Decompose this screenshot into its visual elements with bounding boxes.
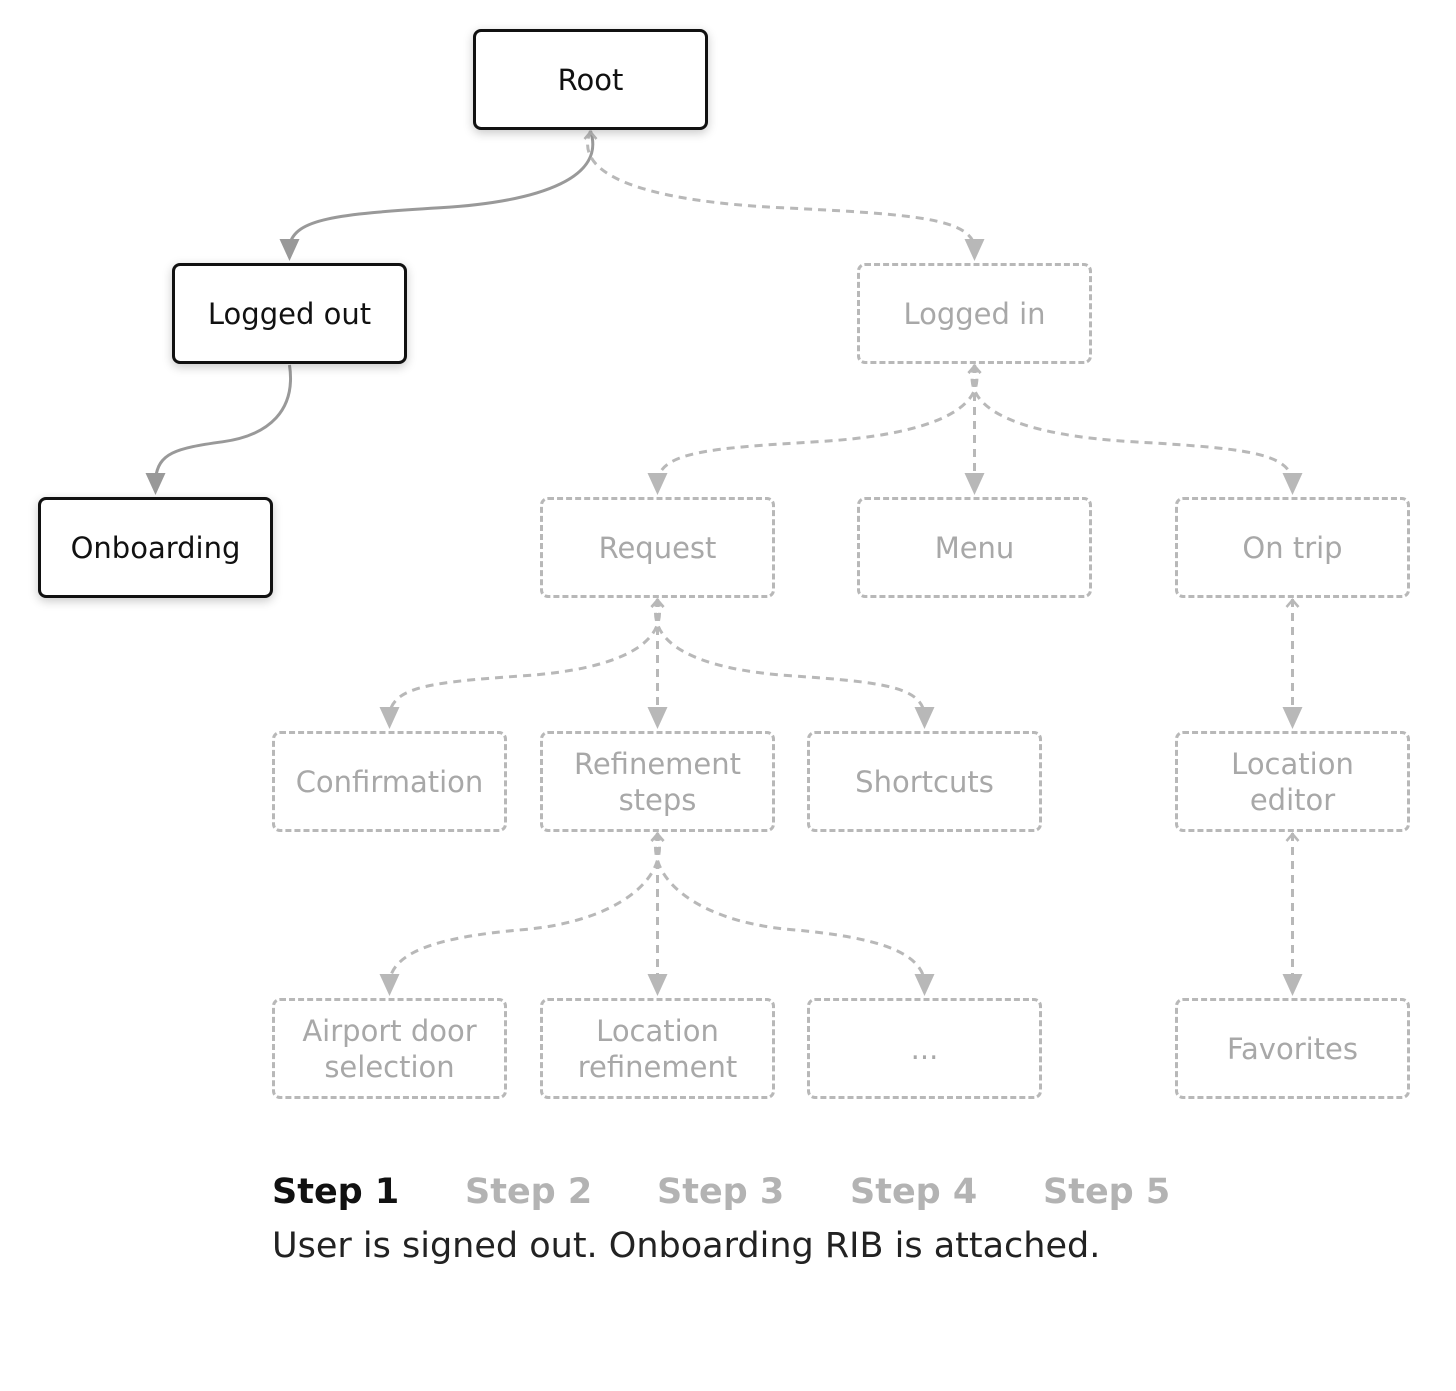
node-label: Refinement steps bbox=[573, 746, 742, 817]
edge-source-marker bbox=[650, 598, 665, 608]
arrowhead bbox=[145, 473, 166, 495]
node-label: On trip bbox=[1242, 530, 1343, 565]
edge-source-marker bbox=[1285, 832, 1300, 842]
node-ellipsis: ... bbox=[807, 998, 1042, 1099]
edge-line bbox=[654, 832, 926, 981]
node-label: Location editor bbox=[1231, 746, 1354, 817]
node-label: Menu bbox=[934, 530, 1015, 565]
step-3[interactable]: Step 3 bbox=[657, 1172, 785, 1212]
node-label: Favorites bbox=[1227, 1031, 1358, 1066]
node-label: Onboarding bbox=[70, 530, 241, 565]
edge-source-marker bbox=[583, 130, 598, 140]
node-confirmation: Confirmation bbox=[272, 731, 507, 832]
arrowhead bbox=[964, 239, 985, 261]
arrowhead bbox=[647, 473, 668, 495]
node-label: Location refinement bbox=[577, 1013, 738, 1084]
arrowhead bbox=[964, 473, 985, 495]
node-location-editor: Location editor bbox=[1175, 731, 1410, 832]
step-4[interactable]: Step 4 bbox=[850, 1172, 978, 1212]
node-on-trip: On trip bbox=[1175, 497, 1410, 598]
edge-source-marker bbox=[650, 832, 665, 842]
edge-line bbox=[388, 832, 661, 981]
edge-refinement-steps-to-location-refinement bbox=[647, 832, 668, 996]
arrowhead bbox=[1282, 974, 1303, 996]
node-refinement-steps: Refinement steps bbox=[540, 731, 775, 832]
edge-line bbox=[656, 364, 979, 480]
node-onboarding: Onboarding bbox=[38, 497, 273, 598]
edge-source-marker bbox=[650, 598, 665, 608]
edge-request-to-confirmation bbox=[379, 598, 665, 729]
arrowhead bbox=[379, 974, 400, 996]
edge-location-editor-to-favorites bbox=[1282, 832, 1303, 996]
edge-line bbox=[154, 364, 292, 480]
edge-source-marker bbox=[1285, 598, 1300, 608]
node-logged-in: Logged in bbox=[857, 263, 1092, 364]
edge-request-to-refinement-steps bbox=[647, 598, 668, 729]
node-request: Request bbox=[540, 497, 775, 598]
node-label: Confirmation bbox=[295, 764, 484, 799]
arrowhead bbox=[647, 974, 668, 996]
arrowhead bbox=[914, 974, 935, 996]
arrowhead bbox=[914, 707, 935, 729]
node-label: ... bbox=[910, 1031, 939, 1066]
edge-line bbox=[288, 130, 595, 246]
arrowhead bbox=[647, 707, 668, 729]
step-2[interactable]: Step 2 bbox=[465, 1172, 593, 1212]
node-logged-out: Logged out bbox=[172, 263, 407, 364]
edge-root-to-logged-in bbox=[583, 130, 985, 261]
node-airport-door-selection: Airport door selection bbox=[272, 998, 507, 1099]
node-label: Root bbox=[557, 62, 624, 97]
node-label: Logged in bbox=[903, 296, 1046, 331]
edge-source-marker bbox=[650, 832, 665, 842]
edge-line bbox=[654, 598, 926, 714]
edge-logged-in-to-menu bbox=[964, 364, 985, 495]
node-root: Root bbox=[473, 29, 708, 130]
edge-refinement-steps-to-ellipsis bbox=[650, 832, 935, 996]
step-1[interactable]: Step 1 bbox=[272, 1172, 400, 1212]
edge-logged-in-to-on-trip bbox=[967, 364, 1303, 495]
step-5[interactable]: Step 5 bbox=[1043, 1172, 1171, 1212]
edge-line bbox=[586, 130, 976, 246]
edge-source-marker bbox=[650, 598, 665, 608]
edge-source-marker bbox=[967, 364, 982, 374]
node-location-refinement: Location refinement bbox=[540, 998, 775, 1099]
edge-root-to-logged-out bbox=[279, 130, 595, 261]
edge-line bbox=[388, 598, 661, 714]
edge-on-trip-to-location-editor bbox=[1282, 598, 1303, 729]
node-label: Airport door selection bbox=[302, 1013, 477, 1084]
node-shortcuts: Shortcuts bbox=[807, 731, 1042, 832]
node-label: Logged out bbox=[207, 296, 372, 331]
arrowhead bbox=[279, 239, 300, 261]
arrowhead bbox=[379, 707, 400, 729]
arrowhead bbox=[1282, 707, 1303, 729]
node-label: Request bbox=[598, 530, 717, 565]
edge-request-to-shortcuts bbox=[650, 598, 935, 729]
node-menu: Menu bbox=[857, 497, 1092, 598]
edge-line bbox=[970, 364, 1294, 480]
arrowhead bbox=[1282, 473, 1303, 495]
edge-logged-in-to-request bbox=[647, 364, 982, 495]
node-label: Shortcuts bbox=[855, 764, 994, 799]
node-favorites: Favorites bbox=[1175, 998, 1410, 1099]
edge-source-marker bbox=[650, 832, 665, 842]
edge-source-marker bbox=[967, 364, 982, 374]
edge-refinement-steps-to-airport-door-selection bbox=[379, 832, 665, 996]
step-caption: User is signed out. Onboarding RIB is at… bbox=[272, 1226, 1101, 1266]
edge-logged-out-to-onboarding bbox=[145, 364, 292, 495]
edge-source-marker bbox=[967, 364, 982, 374]
